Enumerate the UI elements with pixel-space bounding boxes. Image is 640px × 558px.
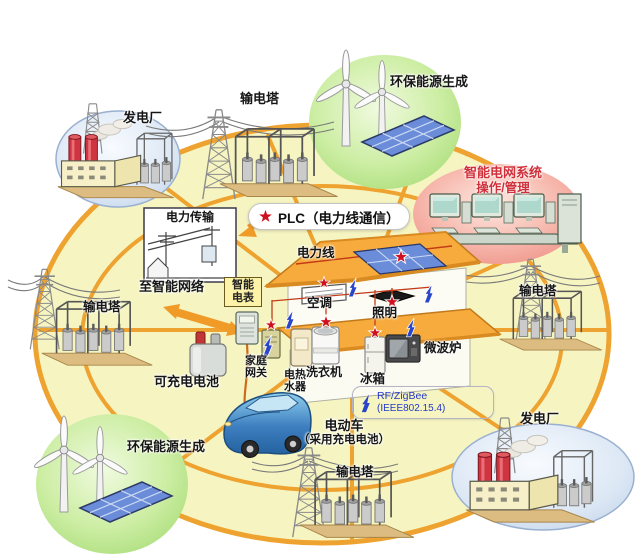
label-power-transmission: 电力传输 (165, 210, 214, 224)
label-power-plant-top-left: 发电厂 (123, 110, 163, 125)
rf-zigbee-callout: RF/ZigBee (IEEE802.15.4) (352, 386, 494, 419)
smart-meter-device (235, 311, 259, 345)
zigbee-bolt-icon (361, 394, 370, 413)
transmission-tower-bottom-illustration (251, 446, 414, 538)
label-water-heater-line2: 水器 (284, 381, 306, 394)
label-home-gateway-line1: 家庭 (245, 355, 267, 367)
label-transmission-tower-left: 输电塔 (83, 300, 121, 314)
battery-illustration (189, 331, 227, 377)
label-ev-line1: 电动车 (324, 418, 364, 433)
electric-car-illustration (223, 392, 312, 458)
label-power-line: 电力线 (297, 246, 335, 260)
label-green-energy-top: 环保能源生成 (390, 74, 469, 89)
label-grid-ops-line2: 操作/管理 (476, 180, 530, 195)
label-home-gateway: 家庭 网关 (245, 355, 267, 380)
transmission-tower-top-illustration (145, 108, 338, 201)
smart-meter-tag: 智能 电表 (224, 277, 262, 307)
transmission-tower-right-illustration (451, 258, 602, 350)
label-electric-vehicle: 电动车 （采用充电电池） (286, 418, 402, 446)
fridge-appliance (364, 336, 386, 374)
label-transmission-tower-right: 输电塔 (519, 284, 557, 298)
plc-label: PLC（电力线通信） (278, 210, 400, 226)
label-to-smart-network: 至智能网络 (139, 279, 205, 294)
label-transmission-tower-bottom: 输电塔 (336, 465, 374, 479)
washing-machine-appliance (311, 326, 340, 365)
label-lighting: 照明 (372, 306, 398, 320)
water-heater-appliance (290, 328, 313, 367)
smart-meter-tag-line1: 智能 (232, 279, 254, 291)
label-ev-line2: （采用充电电池） (298, 433, 390, 446)
rf-zigbee-line2: (IEEE802.15.4) (377, 403, 446, 415)
label-water-heater-line1: 电热 (284, 369, 306, 381)
label-home-gateway-line2: 网关 (245, 367, 267, 380)
rf-zigbee-line1: RF/ZigBee (377, 390, 428, 402)
label-power-plant-bottom-right: 发电厂 (520, 411, 560, 426)
transmission-tower-left-illustration (7, 268, 152, 365)
smart-meter-tag-line2: 电表 (232, 291, 254, 304)
label-microwave: 微波炉 (424, 341, 462, 355)
plc-callout: PLC（电力线通信） (248, 203, 410, 230)
label-green-energy-bottom: 环保能源生成 (127, 439, 206, 454)
red-star-icon (259, 209, 272, 222)
green-zone-bottom-left (36, 414, 188, 554)
label-washing-machine: 洗衣机 (306, 365, 343, 379)
network-meter-double-arrow (163, 304, 243, 336)
microwave-appliance (385, 334, 421, 363)
label-grid-ops: 智能电网系统 操作/管理 (447, 165, 559, 195)
power-transmission-inset (143, 207, 237, 283)
label-air-conditioner: 空调 (307, 296, 333, 310)
label-water-heater: 电热 水器 (284, 369, 306, 394)
label-fridge: 冰箱 (360, 372, 386, 386)
label-rechargeable-battery: 可充电电池 (154, 374, 220, 389)
label-grid-ops-line1: 智能电网系统 (463, 165, 542, 180)
label-transmission-tower-top: 输电塔 (240, 91, 280, 106)
